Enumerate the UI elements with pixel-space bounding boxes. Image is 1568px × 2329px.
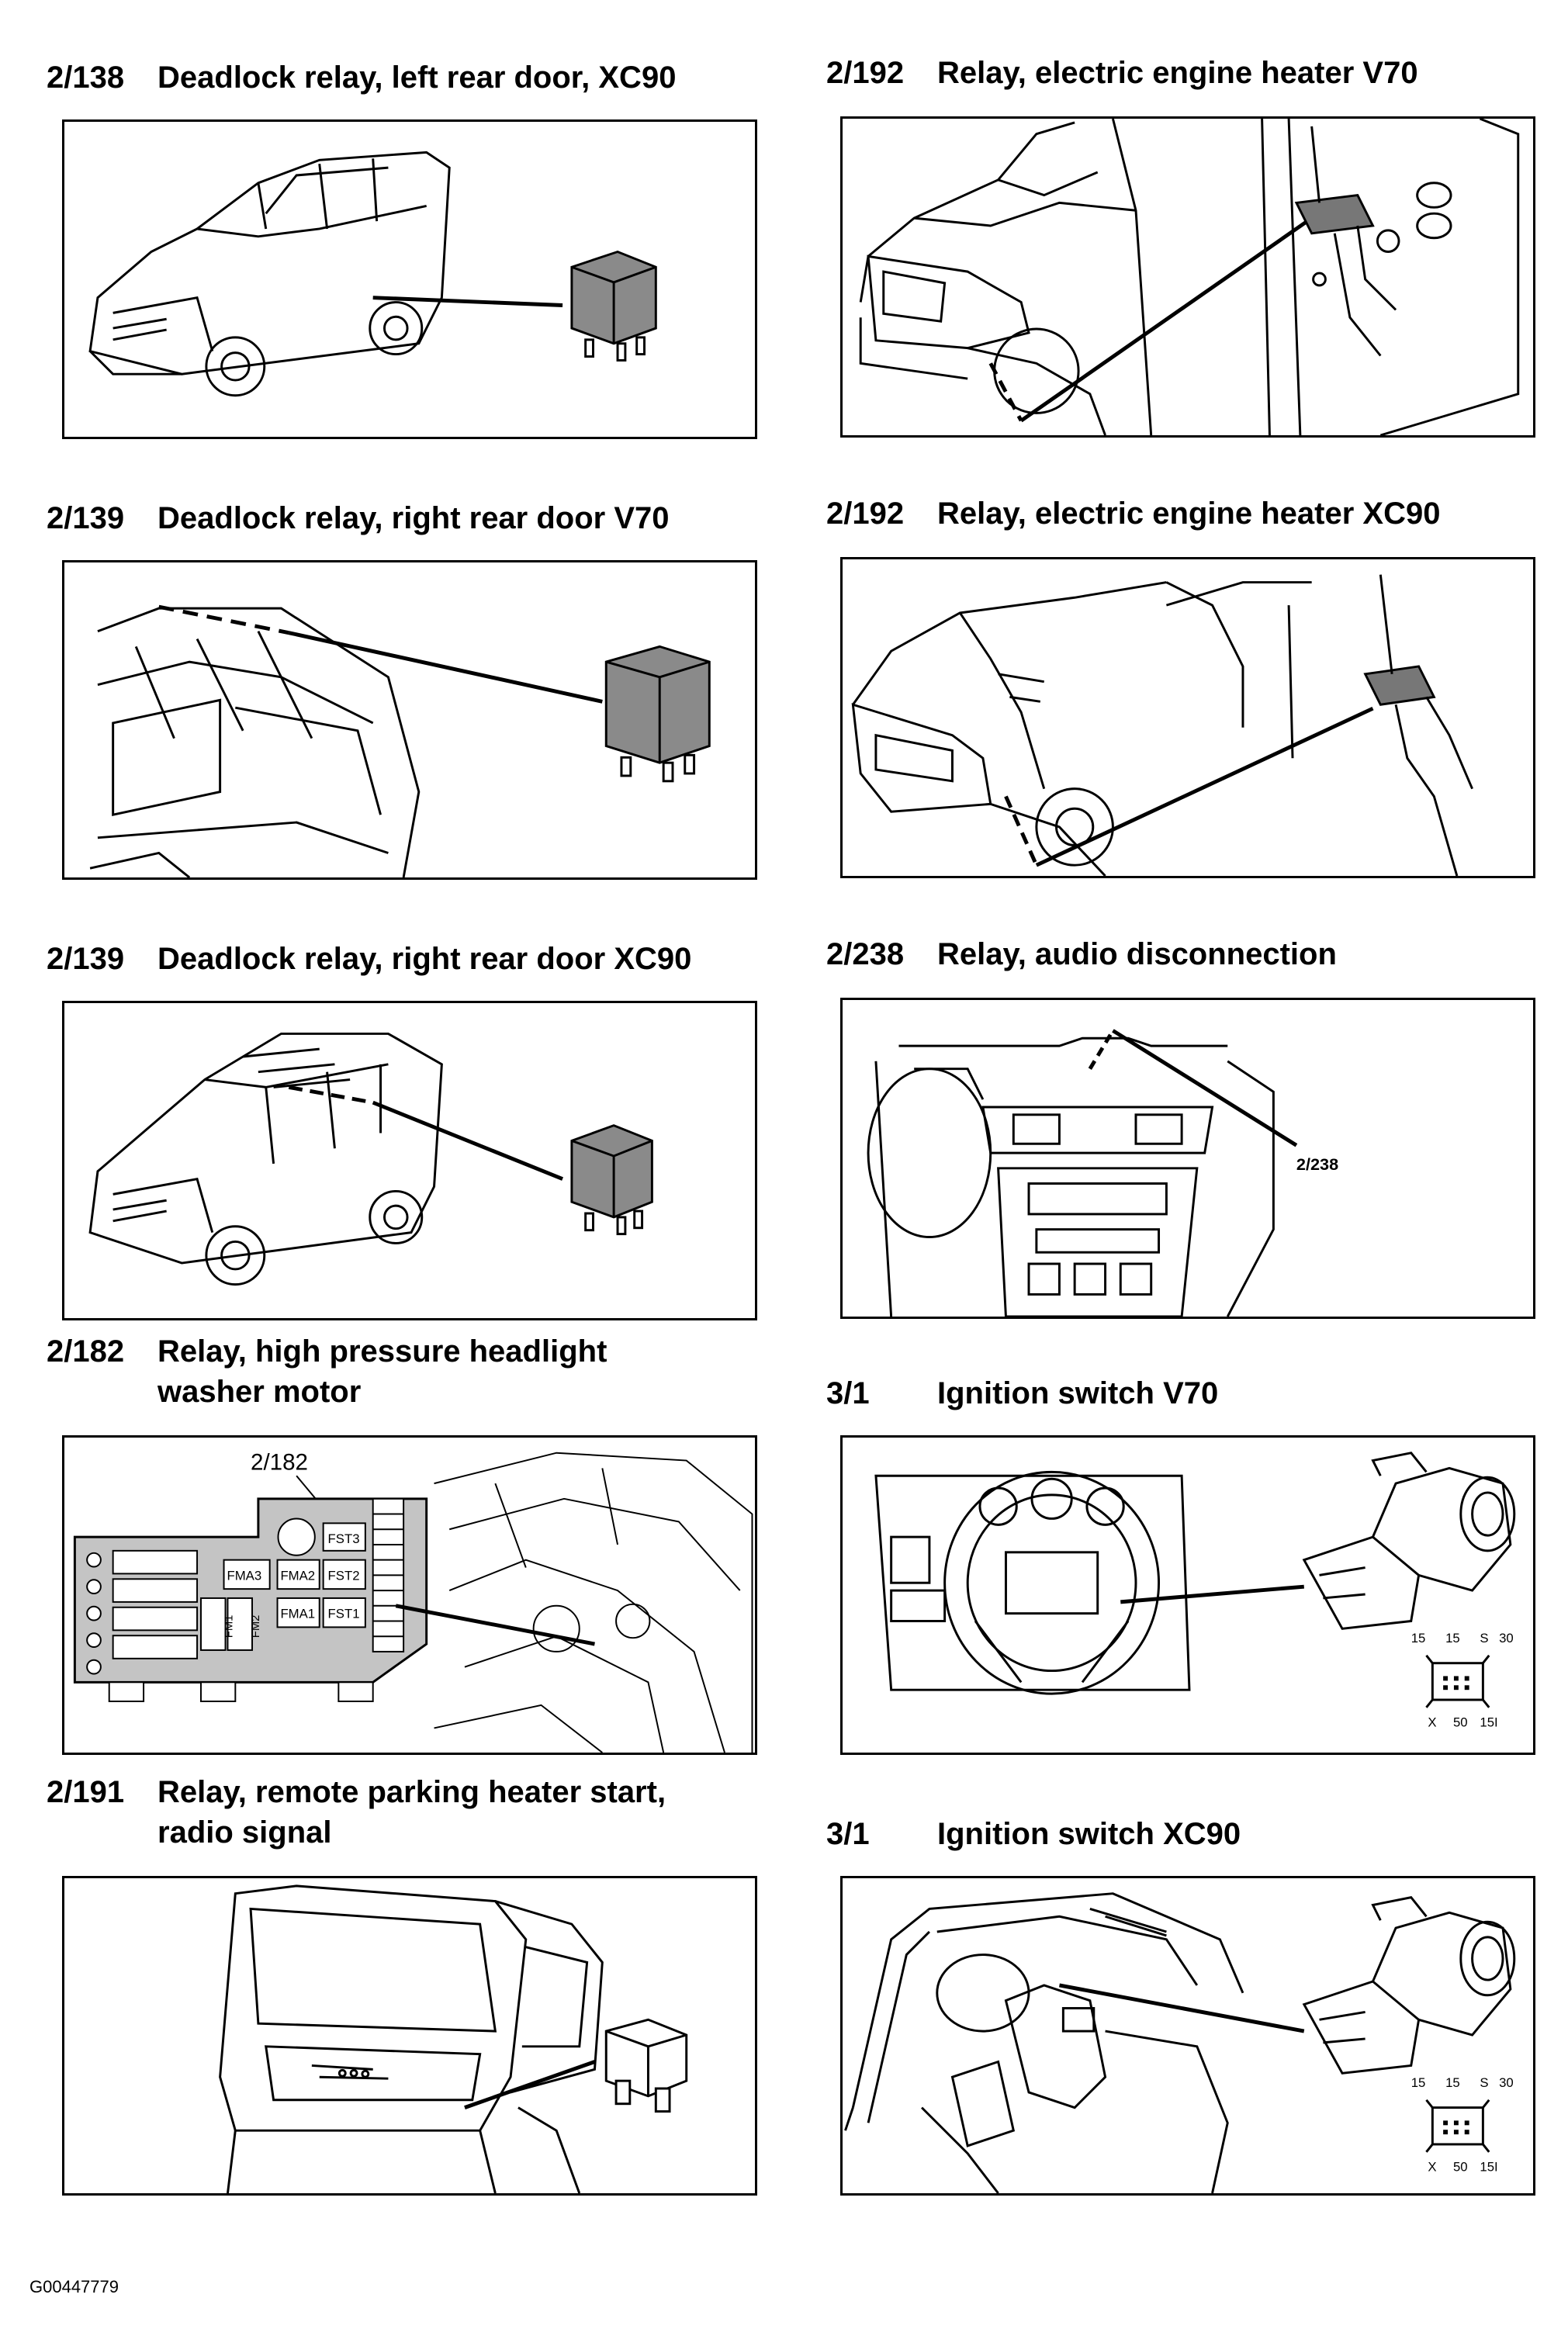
fuse-label: FMA1 xyxy=(280,1607,315,1621)
fuse-label: FST2 xyxy=(328,1568,360,1583)
dashboard-center-illustration: 2/238 xyxy=(867,1029,1338,1317)
terminal-label: X xyxy=(1428,2159,1436,2174)
diagram-frame-deadlock-right-rear-xc90 xyxy=(62,1001,757,1320)
terminal-label: 50 xyxy=(1453,1715,1468,1729)
v70-rear-view-illustration xyxy=(219,1884,688,2193)
fuse-label: FMA2 xyxy=(280,1568,315,1583)
fuse-label: FST1 xyxy=(328,1607,360,1621)
fuse-label: FM2 xyxy=(250,1615,262,1639)
document-id: G00447779 xyxy=(29,2277,119,2296)
terminal-label: 15 xyxy=(1445,1631,1460,1646)
section-title: Relay, electric engine heater XC90 xyxy=(937,497,1441,531)
cabin-and-ignition-illustration: 15 15 S 30 X 50 15I xyxy=(844,1892,1516,2193)
fuse-label: FM1 xyxy=(223,1615,235,1639)
callout-label: 2/182 xyxy=(251,1449,308,1475)
diagram-frame-headlight-washer-relay: 2/182 FST3 FST2 FST1 FMA2 FMA1 FMA3 FM1 … xyxy=(62,1435,757,1755)
section-number: 2/238 xyxy=(826,937,905,971)
terminal-label: 50 xyxy=(1453,2159,1468,2174)
section-title: Relay, high pressure headlight washer mo… xyxy=(157,1334,607,1409)
xc90-roof-view-illustration xyxy=(88,1032,653,1286)
terminal-label: 30 xyxy=(1499,1631,1514,1646)
section-number: 2/192 xyxy=(826,56,905,90)
section-title: Ignition switch V70 xyxy=(937,1376,1219,1410)
terminal-label: S xyxy=(1480,1631,1488,1646)
section-number: 2/138 xyxy=(47,61,125,95)
terminal-label: 15I xyxy=(1480,2159,1497,2174)
section-number: 2/192 xyxy=(826,497,905,531)
diagram-frame-engine-heater-v70 xyxy=(840,116,1535,438)
diagram-frame-deadlock-right-rear-v70 xyxy=(62,560,757,880)
diagram-frame-engine-heater-xc90 xyxy=(840,557,1535,878)
v70-interior-illustration xyxy=(89,604,711,877)
section-title: Relay, electric engine heater V70 xyxy=(937,56,1418,90)
terminal-label: 30 xyxy=(1499,2075,1514,2090)
v70-front-and-heater-illustration xyxy=(859,119,1520,435)
fuse-label: FMA3 xyxy=(227,1568,261,1583)
fuse-box-illustration: 2/182 FST3 FST2 FST1 FMA2 FMA1 FMA3 FM1 … xyxy=(73,1449,753,1753)
terminal-label: S xyxy=(1480,2075,1488,2090)
section-title: Relay, audio disconnection xyxy=(937,937,1337,971)
terminal-label: 15 xyxy=(1445,2075,1460,2090)
section-number: 2/191 xyxy=(47,1775,125,1809)
diagram-frame-parking-heater-relay xyxy=(62,1876,757,2196)
section-title: Deadlock relay, right rear door XC90 xyxy=(157,942,692,976)
diagram-frame-ignition-switch-v70: 15 15 S 30 X 50 15I xyxy=(840,1435,1535,1755)
section-number: 2/182 xyxy=(47,1334,125,1369)
diagram-frame-deadlock-left-rear-xc90 xyxy=(62,119,757,439)
terminal-label: X xyxy=(1428,1715,1436,1729)
section-number: 2/139 xyxy=(47,942,125,976)
terminal-label: 15 xyxy=(1411,2075,1426,2090)
section-number: 3/1 xyxy=(826,1817,870,1851)
steering-and-ignition-illustration: 15 15 S 30 X 50 15I xyxy=(874,1452,1516,1729)
section-title: Ignition switch XC90 xyxy=(937,1817,1241,1851)
fuse-label: FST3 xyxy=(328,1531,360,1546)
terminal-label: 15I xyxy=(1480,1715,1497,1729)
section-title: Deadlock relay, left rear door, XC90 xyxy=(157,61,677,95)
section-title: Relay, remote parking heater start, radi… xyxy=(157,1775,666,1850)
section-title: Deadlock relay, right rear door V70 xyxy=(157,501,670,535)
xc90-front-and-heater-illustration xyxy=(851,574,1473,876)
diagram-frame-audio-disconnection-relay: 2/238 xyxy=(840,998,1535,1319)
xc90-side-view-illustration xyxy=(88,151,657,397)
section-number: 2/139 xyxy=(47,501,125,535)
terminal-label: 15 xyxy=(1411,1631,1426,1646)
section-number: 3/1 xyxy=(826,1376,870,1410)
callout-label: 2/238 xyxy=(1296,1154,1338,1174)
diagram-frame-ignition-switch-xc90: 15 15 S 30 X 50 15I xyxy=(840,1876,1535,2196)
